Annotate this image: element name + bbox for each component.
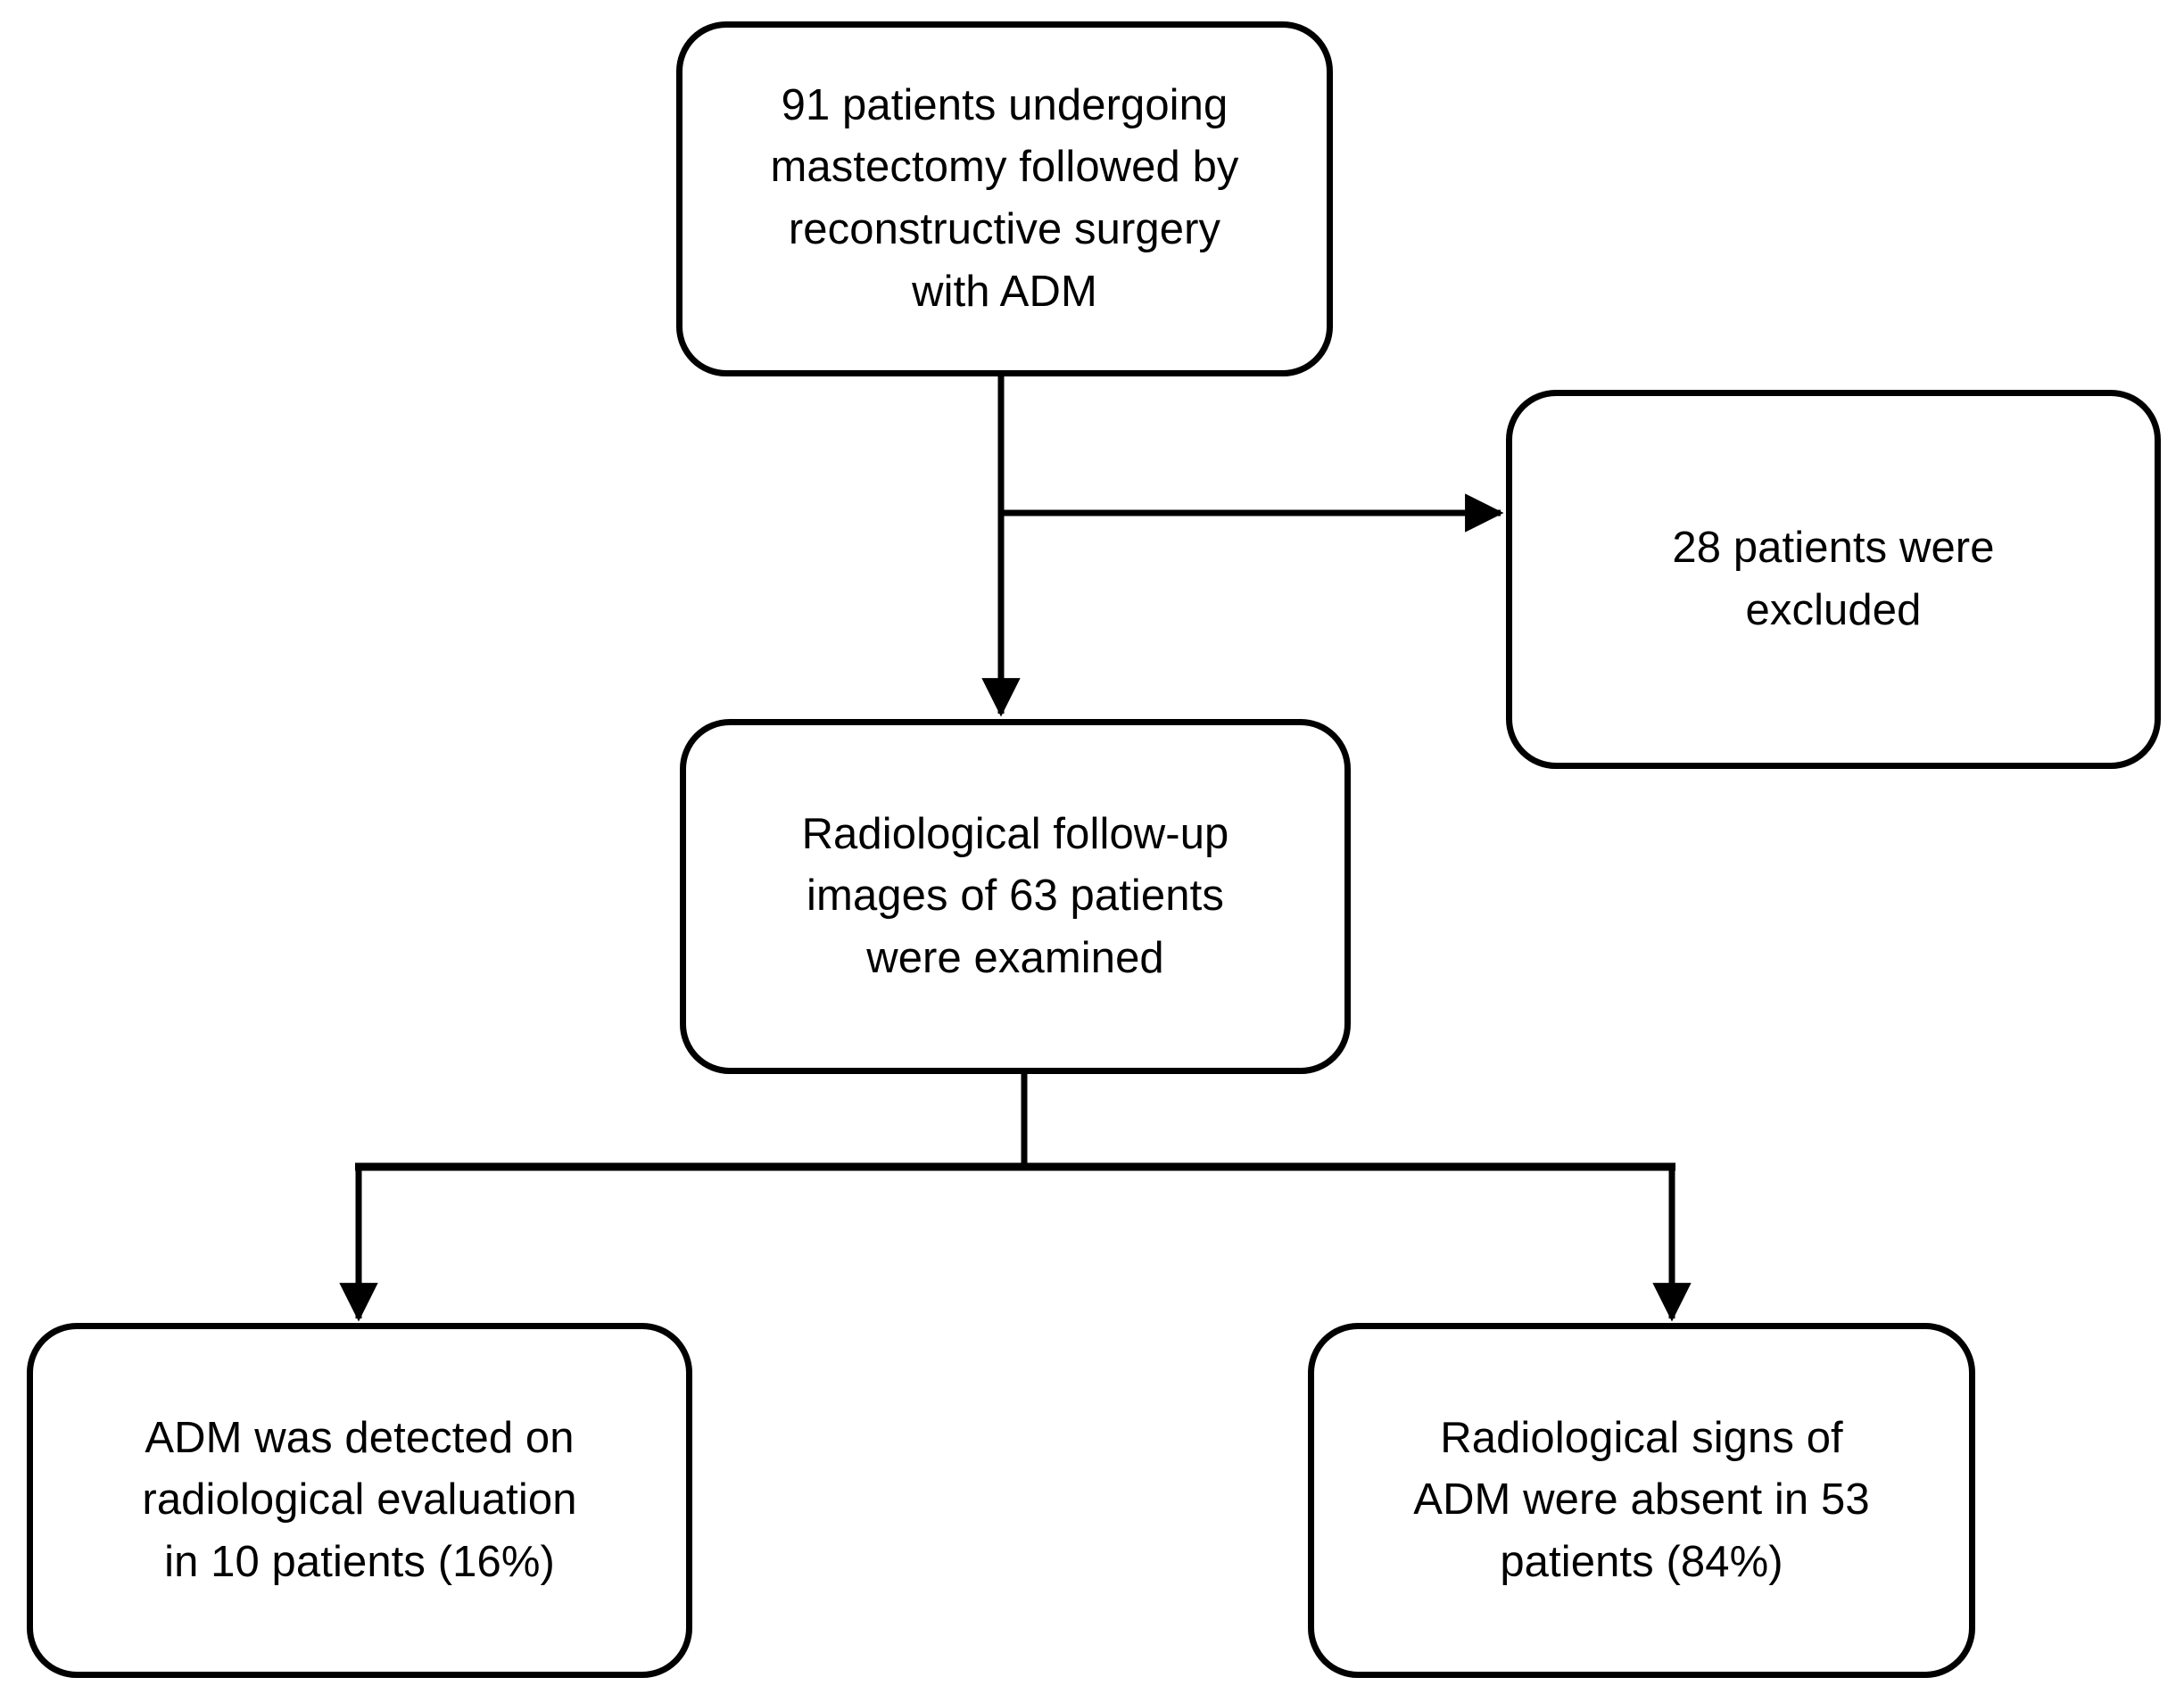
node-examined-patients-label: Radiological follow-up images of 63 pati… — [801, 809, 1229, 982]
node-excluded-patients-label: 28 patients were excluded — [1672, 523, 1995, 634]
node-adm-detected-label: ADM was detected on radiological evaluat… — [142, 1413, 577, 1586]
node-adm-absent: Radiological signs of ADM were absent in… — [1308, 1323, 1975, 1678]
node-adm-absent-label: Radiological signs of ADM were absent in… — [1413, 1413, 1870, 1586]
node-adm-detected: ADM was detected on radiological evaluat… — [27, 1323, 692, 1678]
node-enrolled-patients: 91 patients undergoing mastectomy follow… — [676, 21, 1333, 376]
node-examined-patients: Radiological follow-up images of 63 pati… — [680, 719, 1351, 1074]
node-excluded-patients: 28 patients were excluded — [1506, 390, 2161, 769]
node-enrolled-patients-label: 91 patients undergoing mastectomy follow… — [770, 80, 1239, 316]
edge-examined-to-split — [355, 1074, 1675, 1171]
